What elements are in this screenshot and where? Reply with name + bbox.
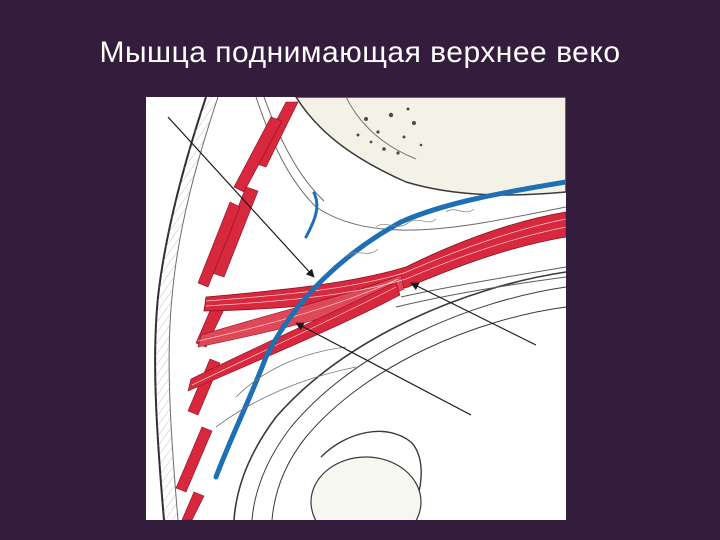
orbit-section-drawing — [146, 97, 566, 520]
vessels — [345, 208, 475, 258]
pointer-arrows — [167, 116, 537, 416]
orbital-roof-bone — [295, 97, 566, 196]
eyelid-skin — [154, 97, 219, 520]
eyeball — [215, 271, 566, 520]
conjunctiva — [395, 266, 566, 308]
periorbita — [255, 97, 566, 231]
superior-ophthalmic-vein — [213, 179, 566, 480]
slide-title: Мышца поднимающая верхнее веко — [99, 36, 621, 69]
anatomical-illustration — [146, 97, 566, 520]
pointer-arrow-top — [167, 116, 315, 278]
pointer-arrow-bottom — [295, 322, 472, 416]
levator-palpebrae-muscle — [187, 211, 566, 392]
pointer-arrow-right — [410, 282, 537, 346]
